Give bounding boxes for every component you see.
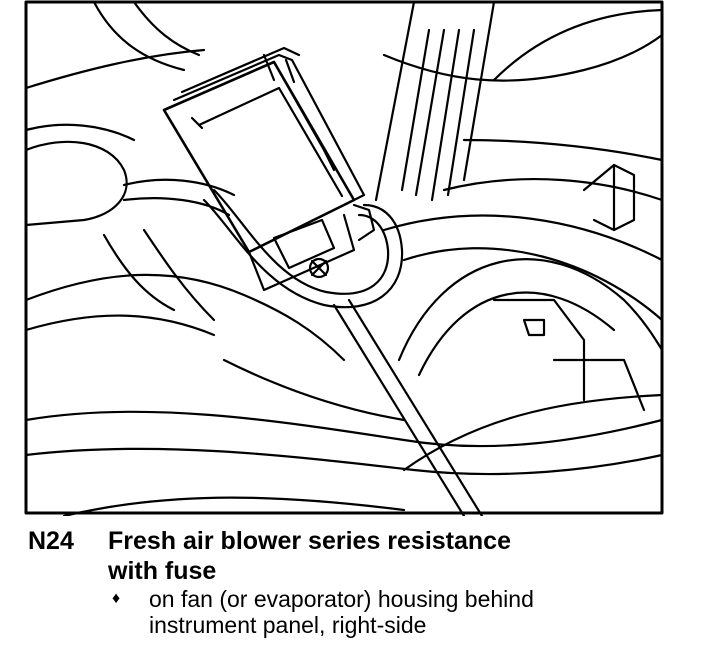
fan-housing-outline bbox=[442, 178, 664, 202]
location-description-line-1: on fan (or evaporator) housing behind bbox=[149, 586, 534, 612]
support-rod bbox=[332, 303, 466, 516]
component-title-line-2: with fuse bbox=[108, 557, 217, 585]
component-code: N24 bbox=[28, 527, 74, 555]
figure-caption: N24 Fresh air blower series resistance w… bbox=[28, 526, 688, 638]
upper-duct-line bbox=[92, 0, 186, 72]
dash-panel-edge bbox=[24, 48, 206, 90]
left-duct-shape bbox=[24, 140, 128, 227]
vertical-duct bbox=[374, 0, 416, 202]
series-resistance-module bbox=[162, 46, 376, 292]
illustration-frame bbox=[24, 0, 664, 515]
wiring-harness bbox=[202, 198, 404, 309]
resistor-location-illustration bbox=[24, 0, 664, 516]
component-title-line-1: Fresh air blower series resistance bbox=[108, 527, 511, 555]
location-description-line-2: instrument panel, right-side bbox=[149, 612, 427, 638]
mounting-screw bbox=[308, 257, 330, 279]
diamond-bullet-icon: ♦ bbox=[112, 590, 121, 607]
